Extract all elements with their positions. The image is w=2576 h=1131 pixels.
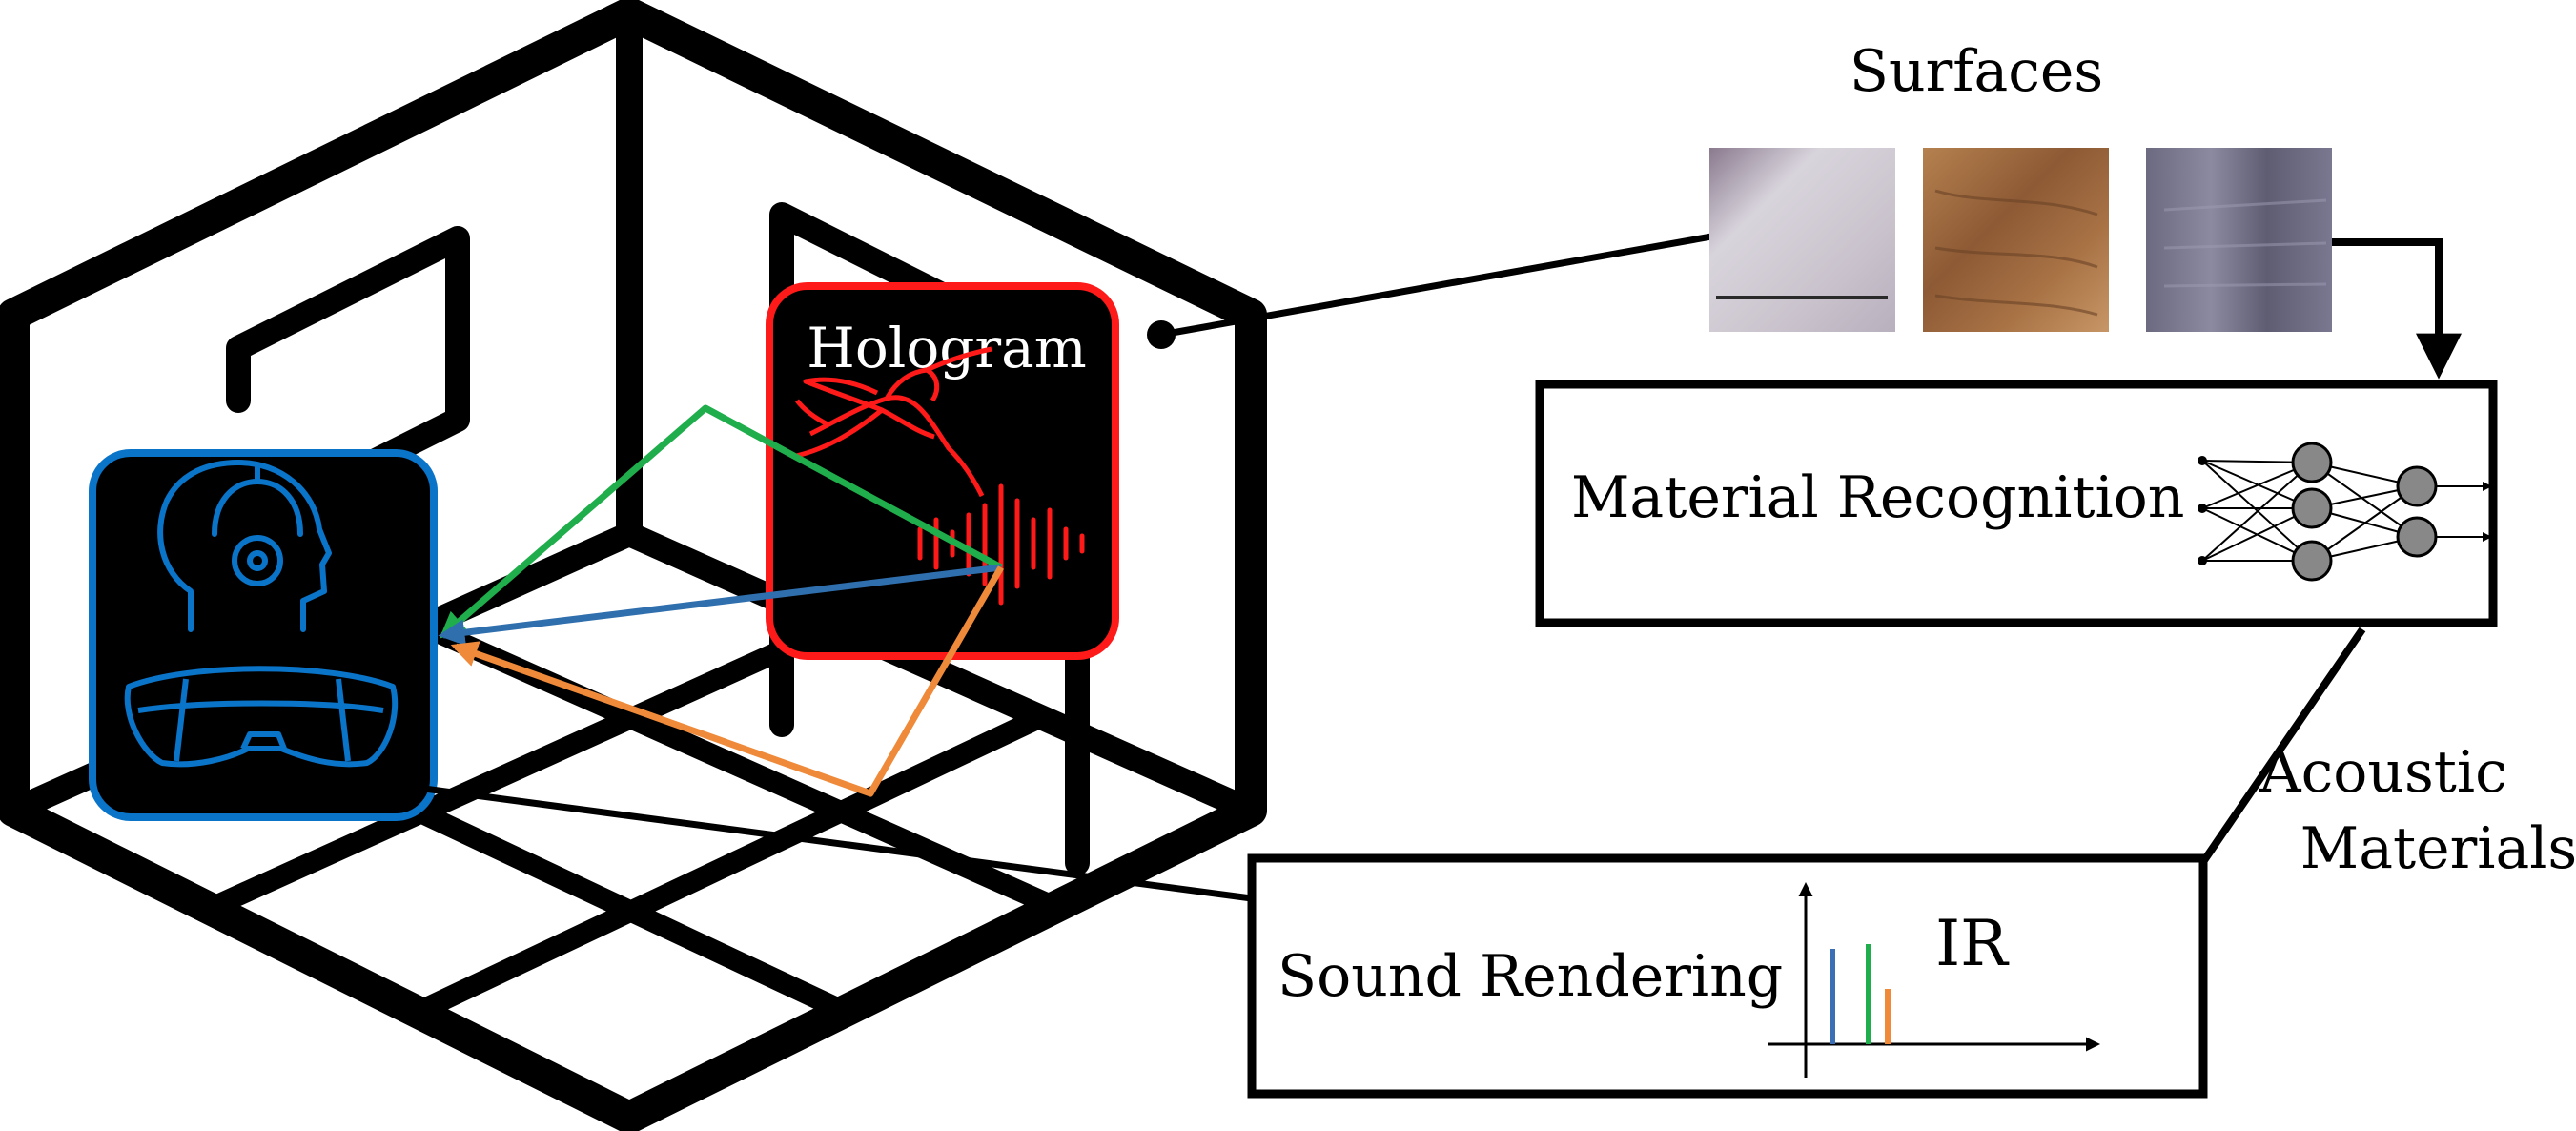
- surface-swatch-fabric: [2146, 148, 2332, 332]
- sound-rendering-box: Sound Rendering IR: [1247, 853, 2208, 1099]
- sound-rays: [438, 404, 1005, 797]
- surfaces-to-recognition-arrow: [2332, 238, 2462, 380]
- headset-user-icon: [157, 460, 332, 632]
- material-recognition-box: Material Recognition: [1535, 380, 2498, 627]
- impulse-response-icon: IR: [1768, 882, 2100, 1078]
- ir-label: IR: [1935, 907, 2010, 980]
- ray-green: [439, 404, 1003, 639]
- neural-network-icon: [2198, 442, 2492, 582]
- hummingbird-icon: [795, 346, 992, 498]
- ar-glasses-icon: [124, 666, 399, 768]
- hologram-label: Hologram: [807, 316, 1086, 380]
- hologram-box: Hologram: [766, 282, 1119, 660]
- surfaces-label: Surfaces: [1850, 38, 2103, 105]
- surface-swatch-plaster: [1709, 148, 1895, 332]
- acoustic-materials-label-line2: Materials: [2300, 815, 2576, 882]
- sound-rendering-label: Sound Rendering: [1278, 943, 1783, 1010]
- ray-blue-direct: [438, 564, 1002, 647]
- listener-box: [89, 449, 438, 821]
- surface-swatch-wood: [1923, 148, 2109, 332]
- acoustic-materials-label-line1: Acoustic: [2259, 739, 2506, 806]
- room-outline: [0, 0, 1267, 1131]
- surface-swatches: [1709, 148, 2332, 332]
- ray-orange: [450, 566, 1005, 797]
- material-recognition-label: Material Recognition: [1571, 464, 2184, 531]
